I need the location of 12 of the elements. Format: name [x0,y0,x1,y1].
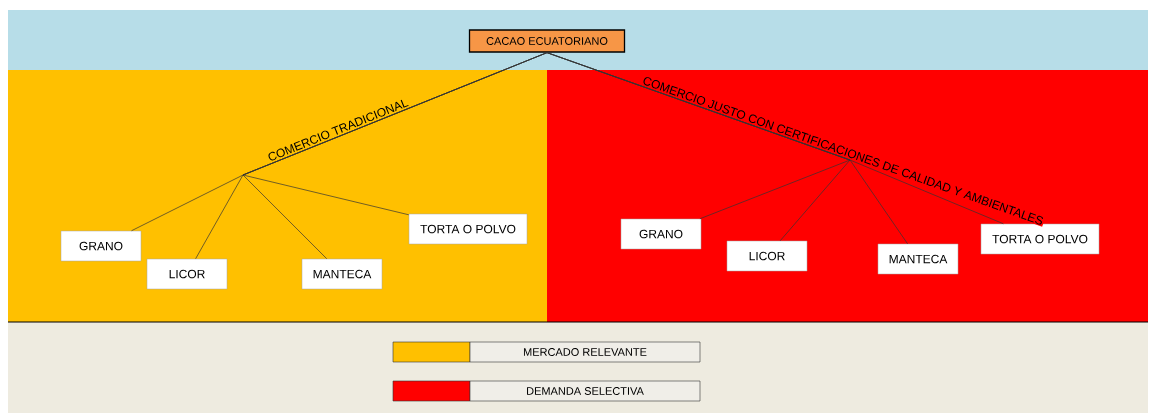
legend-label: MERCADO RELEVANTE [469,341,701,363]
product-box: LICOR [146,258,228,290]
product-box: MANTECA [301,258,383,290]
product-box: MANTECA [877,243,959,275]
product-box: GRANO [620,218,702,250]
product-box: GRANO [60,230,142,262]
product-box: TORTA O POLVO [408,213,528,245]
product-box: LICOR [726,240,808,272]
connector-line [546,52,1004,225]
root-box: CACAO ECUATORIANO [468,29,626,53]
connector-line [242,52,548,216]
legend-label: DEMANDA SELECTIVA [469,380,701,402]
